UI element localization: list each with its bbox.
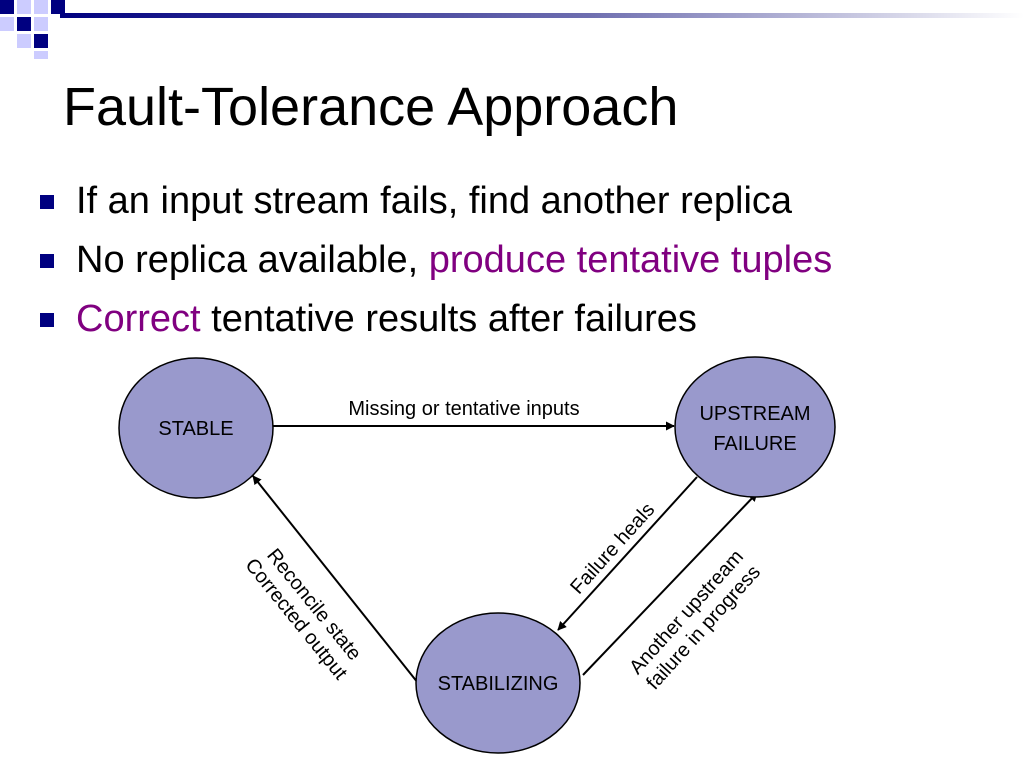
bullet-square-icon bbox=[40, 313, 54, 327]
edge-label-failure-heals-text: Failure heals bbox=[566, 499, 659, 599]
bullet-text: tentative results after failures bbox=[200, 298, 697, 340]
node-upstream-failure-label-line1: UPSTREAM bbox=[699, 403, 810, 425]
header-bar bbox=[60, 13, 1024, 18]
bullet-text: No replica available, bbox=[76, 239, 429, 281]
node-stabilizing: STABILIZING bbox=[415, 612, 581, 754]
edge-stabilizing-to-stable bbox=[252, 475, 419, 684]
bullet-highlight-text: produce tentative tuples bbox=[428, 239, 833, 281]
bullet-highlight-text: Correct bbox=[76, 298, 201, 340]
slide-decoration bbox=[0, 0, 1024, 59]
edge-stabilizing-to-upstream bbox=[582, 492, 758, 676]
edge-label-reconcile: Reconcile state Corrected output bbox=[240, 545, 365, 685]
node-stabilizing-label: STABILIZING bbox=[438, 673, 559, 695]
bullet-item: No replica available, produce tentative … bbox=[38, 237, 832, 296]
deco-square bbox=[0, 0, 14, 14]
node-stable: STABLE bbox=[118, 357, 274, 499]
deco-square bbox=[17, 0, 31, 14]
bullet-square-icon bbox=[40, 254, 54, 268]
deco-square bbox=[34, 0, 48, 14]
deco-square bbox=[17, 34, 31, 48]
node-stable-shape bbox=[118, 357, 274, 499]
bullet-item: If an input stream fails, find another r… bbox=[38, 178, 832, 237]
bullet-text: If an input stream fails, find another r… bbox=[76, 180, 793, 222]
edge-upstream-to-stabilizing bbox=[557, 476, 698, 631]
node-upstream-failure-label-line2: FAILURE bbox=[713, 433, 796, 455]
bullet-list: If an input stream fails, find another r… bbox=[38, 178, 832, 355]
deco-square bbox=[34, 51, 48, 59]
bullet-square-icon bbox=[40, 195, 54, 209]
node-upstream-failure-shape bbox=[674, 356, 836, 498]
deco-square bbox=[34, 34, 48, 48]
deco-square bbox=[0, 17, 14, 31]
node-stable-label: STABLE bbox=[158, 418, 233, 440]
edge-label-another-upstream: Another upstream failure in progress bbox=[625, 546, 765, 694]
edge-label-missing-inputs: Missing or tentative inputs bbox=[348, 398, 579, 420]
deco-square bbox=[17, 17, 31, 31]
bullet-item: Correct tentative results after failures bbox=[38, 296, 832, 355]
slide-title: Fault-Tolerance Approach bbox=[63, 77, 679, 137]
node-stabilizing-shape bbox=[415, 612, 581, 754]
node-upstream-failure: UPSTREAM FAILURE bbox=[674, 356, 836, 498]
deco-square bbox=[51, 0, 65, 14]
deco-square bbox=[34, 17, 48, 31]
edge-label-failure-heals: Failure heals bbox=[566, 499, 659, 599]
